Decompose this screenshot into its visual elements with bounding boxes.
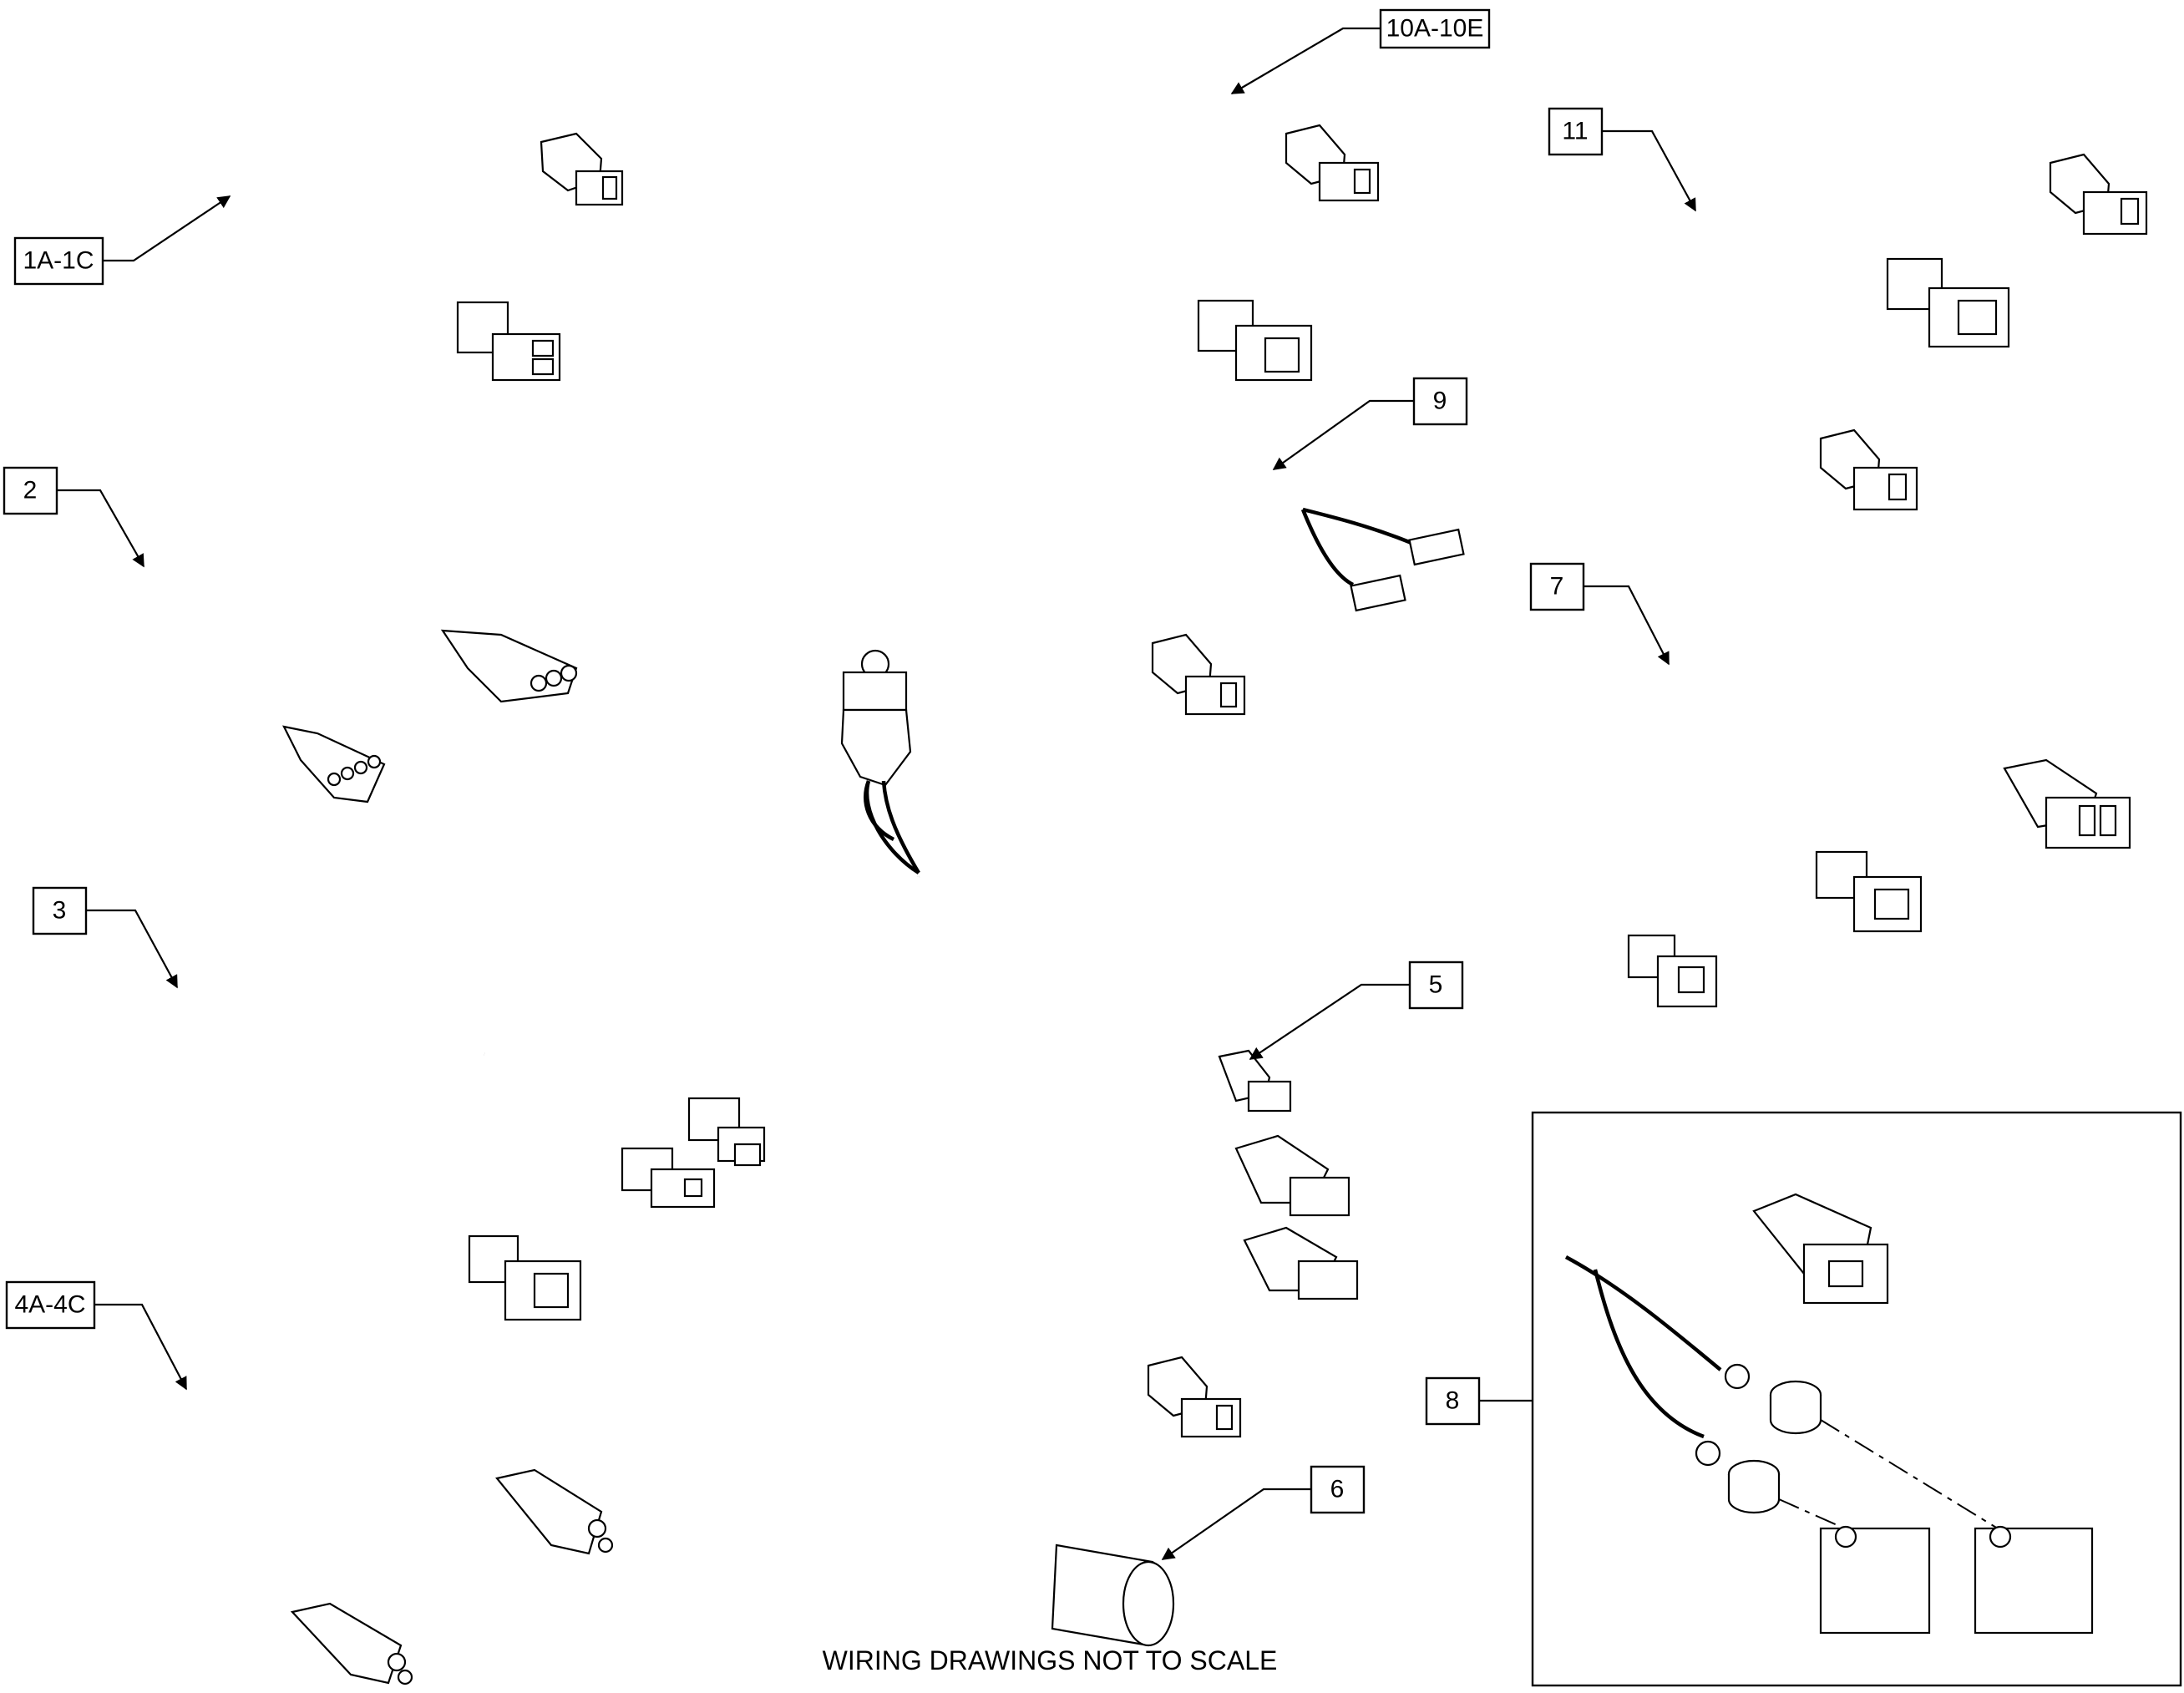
- cable-6: [836, 1304, 1242, 1647]
- callout-label-6: 6: [1330, 1476, 1345, 1503]
- connector-housing-multi: [1886, 257, 2010, 348]
- temperature-probe: [1051, 1543, 1175, 1647]
- callout-1a-1c: 1A-1C: [13, 195, 231, 286]
- cable-1a-1c: [119, 21, 624, 382]
- connector-anderson-lower: [621, 1147, 716, 1209]
- callout-label-9: 9: [1433, 388, 1447, 415]
- cable-2: [128, 545, 578, 803]
- callout-8: 8: [1425, 1376, 1533, 1426]
- ring-clamp-lower: [1695, 1440, 1781, 1514]
- callout-4a-4c: 4A-4C: [5, 1280, 187, 1391]
- connector-six-pin-housing: [1815, 850, 1923, 933]
- connector-anderson-upper: [1234, 1134, 1350, 1217]
- connector-plug-small: [1151, 633, 1246, 716]
- assembly-8: [1531, 1111, 2182, 1687]
- callout-7: 7: [1529, 562, 1670, 666]
- battery-terminal-block-right: [1974, 1525, 2094, 1635]
- not-to-scale-caption: WIRING DRAWINGS NOT TO SCALE: [823, 1645, 1278, 1675]
- callout-label-11: 11: [1562, 118, 1588, 145]
- connector-anderson: [1752, 1193, 1889, 1305]
- connector-plug-small: [2049, 153, 2148, 236]
- cable-9: [938, 408, 1465, 716]
- callout-6: 6: [1161, 1465, 1366, 1560]
- connector-plug-small: [1819, 428, 1918, 511]
- callout-3: 3: [32, 886, 178, 989]
- callout-label-10a-10e: 10A-10E: [1386, 15, 1484, 43]
- connector-housing-multi: [1197, 299, 1313, 382]
- cable-11: [1606, 79, 2148, 511]
- callout-9: 9: [1272, 377, 1468, 470]
- connector-round-lower: [290, 1602, 413, 1685]
- cable-10a-10e: [864, 12, 1380, 382]
- callout-label-2: 2: [23, 477, 38, 504]
- fuse-holder: [840, 649, 912, 787]
- connector-plug-small: [1285, 124, 1380, 202]
- connector-anderson-lower: [1243, 1226, 1359, 1300]
- connector-four-pin-plug: [282, 725, 386, 803]
- cable-7: [1558, 663, 2131, 1008]
- cable-4a-4c: [129, 1368, 614, 1685]
- connector-four-pin-housing: [440, 629, 578, 703]
- connector-triple-plug: [2003, 758, 2131, 849]
- callout-label-1a-1c: 1A-1C: [23, 247, 94, 275]
- connector-housing-multi: [468, 1234, 582, 1321]
- connector-round-upper: [495, 1468, 614, 1555]
- callout-5: 5: [1249, 961, 1464, 1060]
- battery-terminal-block-left: [1819, 1525, 1931, 1635]
- connector-spade-upper: [1408, 528, 1465, 566]
- connector-four-pin-housing: [1627, 934, 1718, 1008]
- ring-clamp-upper: [1724, 1363, 1822, 1435]
- connector-receptacle-square: [456, 301, 561, 382]
- callout-label-4a-4c: 4A-4C: [14, 1291, 85, 1319]
- callout-label-8: 8: [1446, 1387, 1460, 1415]
- cable-3: [134, 972, 766, 1321]
- assembly-8-frame: [1531, 1111, 2182, 1687]
- callout-label-3: 3: [53, 897, 67, 925]
- connector-anderson-upper: [687, 1097, 766, 1167]
- connector-plug-small: [1218, 1049, 1292, 1113]
- connector-plug-small: [540, 132, 624, 206]
- connector-spade-lower: [1350, 574, 1406, 612]
- harness-5: [840, 649, 1359, 1300]
- connector-plug-small: [1147, 1356, 1242, 1438]
- callout-11: 11: [1548, 107, 1696, 212]
- callout-10a-10e: 10A-10E: [1230, 8, 1491, 94]
- callout-2: 2: [3, 466, 144, 568]
- callout-label-7: 7: [1550, 573, 1564, 601]
- callout-label-5: 5: [1429, 971, 1443, 999]
